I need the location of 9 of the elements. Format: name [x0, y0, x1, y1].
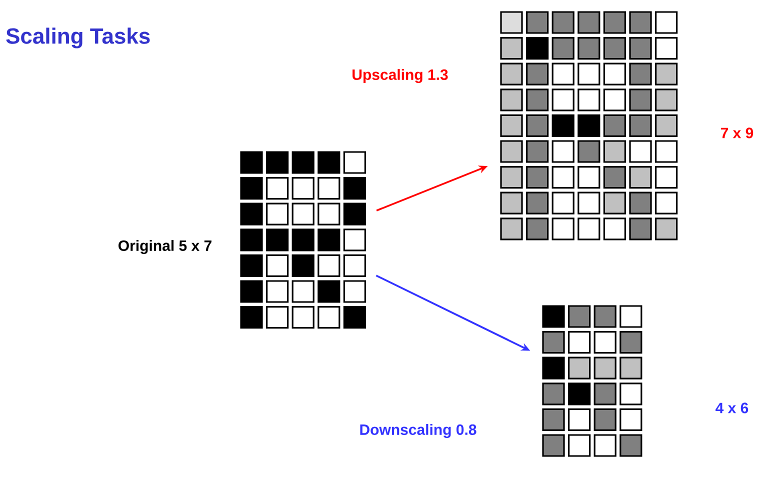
grid-label: 7 x 9 [720, 128, 754, 138]
pixel-grid-drawing [542, 305, 642, 457]
grid-label: Original 5 x 7 [118, 240, 212, 254]
pixel-grid-drawing [500, 11, 678, 240]
title: Scaling Tasks [6, 28, 150, 48]
scale-label: Upscaling 1.3 [352, 68, 448, 84]
size-label: 4 x 6 [716, 402, 748, 414]
scale-label: Downscaling 0.8 [360, 424, 476, 438]
pixel-grid-drawing [240, 151, 366, 329]
